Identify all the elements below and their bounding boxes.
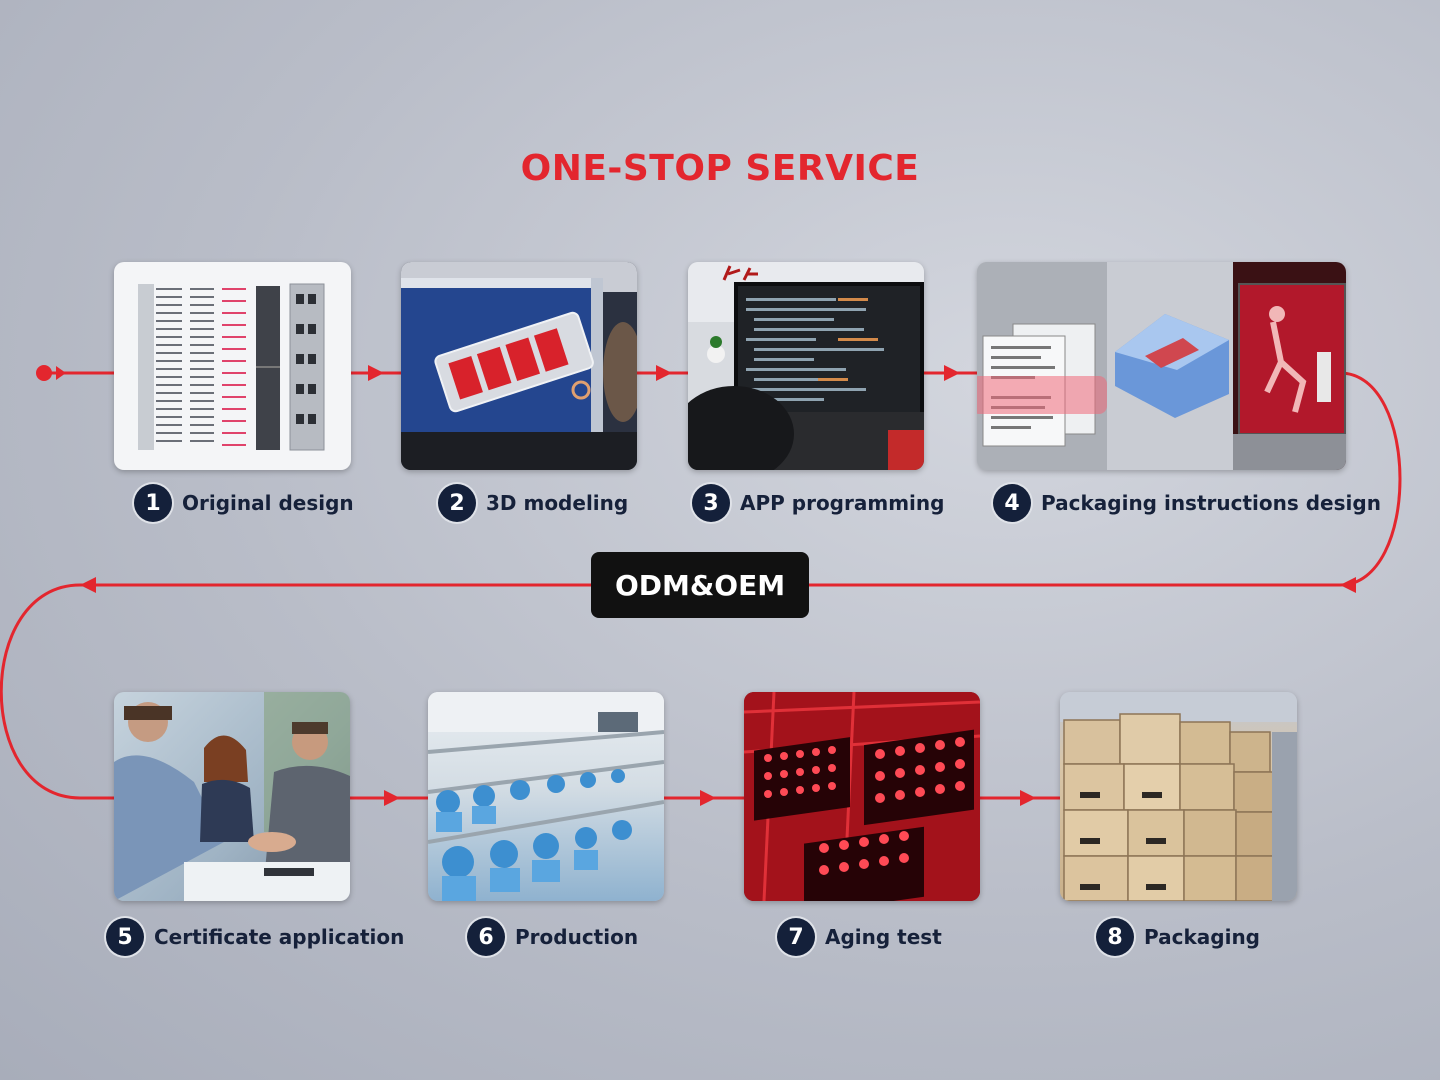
flow-arrow-5 xyxy=(1340,577,1356,593)
step-3-label: 3 APP programming xyxy=(692,484,944,522)
step-4-number: 4 xyxy=(993,484,1031,522)
step-5-label: 5 Certificate application xyxy=(106,918,404,956)
step-7-text: Aging test xyxy=(825,925,942,949)
step-2-label: 2 3D modeling xyxy=(438,484,628,522)
step-7-number: 7 xyxy=(777,918,815,956)
step-6-number: 6 xyxy=(467,918,505,956)
odm-oem-badge: ODM&OEM xyxy=(591,552,809,618)
flow-arrow-7 xyxy=(384,790,400,806)
packaging-image xyxy=(1060,692,1297,901)
step-3-text: APP programming xyxy=(740,491,945,515)
step-2-text: 3D modeling xyxy=(486,491,629,515)
step-8-number: 8 xyxy=(1096,918,1134,956)
flow-arrow-8 xyxy=(700,790,716,806)
diagram-title: ONE-STOP SERVICE xyxy=(520,148,920,189)
step-5-text: Certificate application xyxy=(154,925,405,949)
certificate-application-image xyxy=(114,692,350,901)
flow-arrow-3 xyxy=(656,365,672,381)
aging-test-image xyxy=(744,692,980,901)
step-2-number: 2 xyxy=(438,484,476,522)
step-6-label: 6 Production xyxy=(467,918,638,956)
step-5-number: 5 xyxy=(106,918,144,956)
step-4-text: Packaging instructions design xyxy=(1041,491,1381,515)
step-1-text: Original design xyxy=(182,491,354,515)
3d-modeling-image xyxy=(401,262,637,470)
step-3-number: 3 xyxy=(692,484,730,522)
app-programming-image xyxy=(688,262,924,470)
step-1-label: 1 Original design xyxy=(134,484,354,522)
flow-arrow-6 xyxy=(80,577,96,593)
step-8-label: 8 Packaging xyxy=(1096,918,1260,956)
step-1-number: 1 xyxy=(134,484,172,522)
flow-arrow-2 xyxy=(368,365,384,381)
step-7-label: 7 Aging test xyxy=(777,918,942,956)
step-4-label: 4 Packaging instructions design xyxy=(993,484,1381,522)
original-design-image xyxy=(114,262,351,470)
flow-arrow-4 xyxy=(944,365,960,381)
step-6-text: Production xyxy=(515,925,639,949)
production-image xyxy=(428,692,664,901)
step-8-text: Packaging xyxy=(1144,925,1260,949)
flow-arrow-9 xyxy=(1020,790,1036,806)
flow-arrow-1 xyxy=(56,366,66,380)
flow-start-dot xyxy=(36,365,52,381)
packaging-design-image xyxy=(977,262,1346,470)
